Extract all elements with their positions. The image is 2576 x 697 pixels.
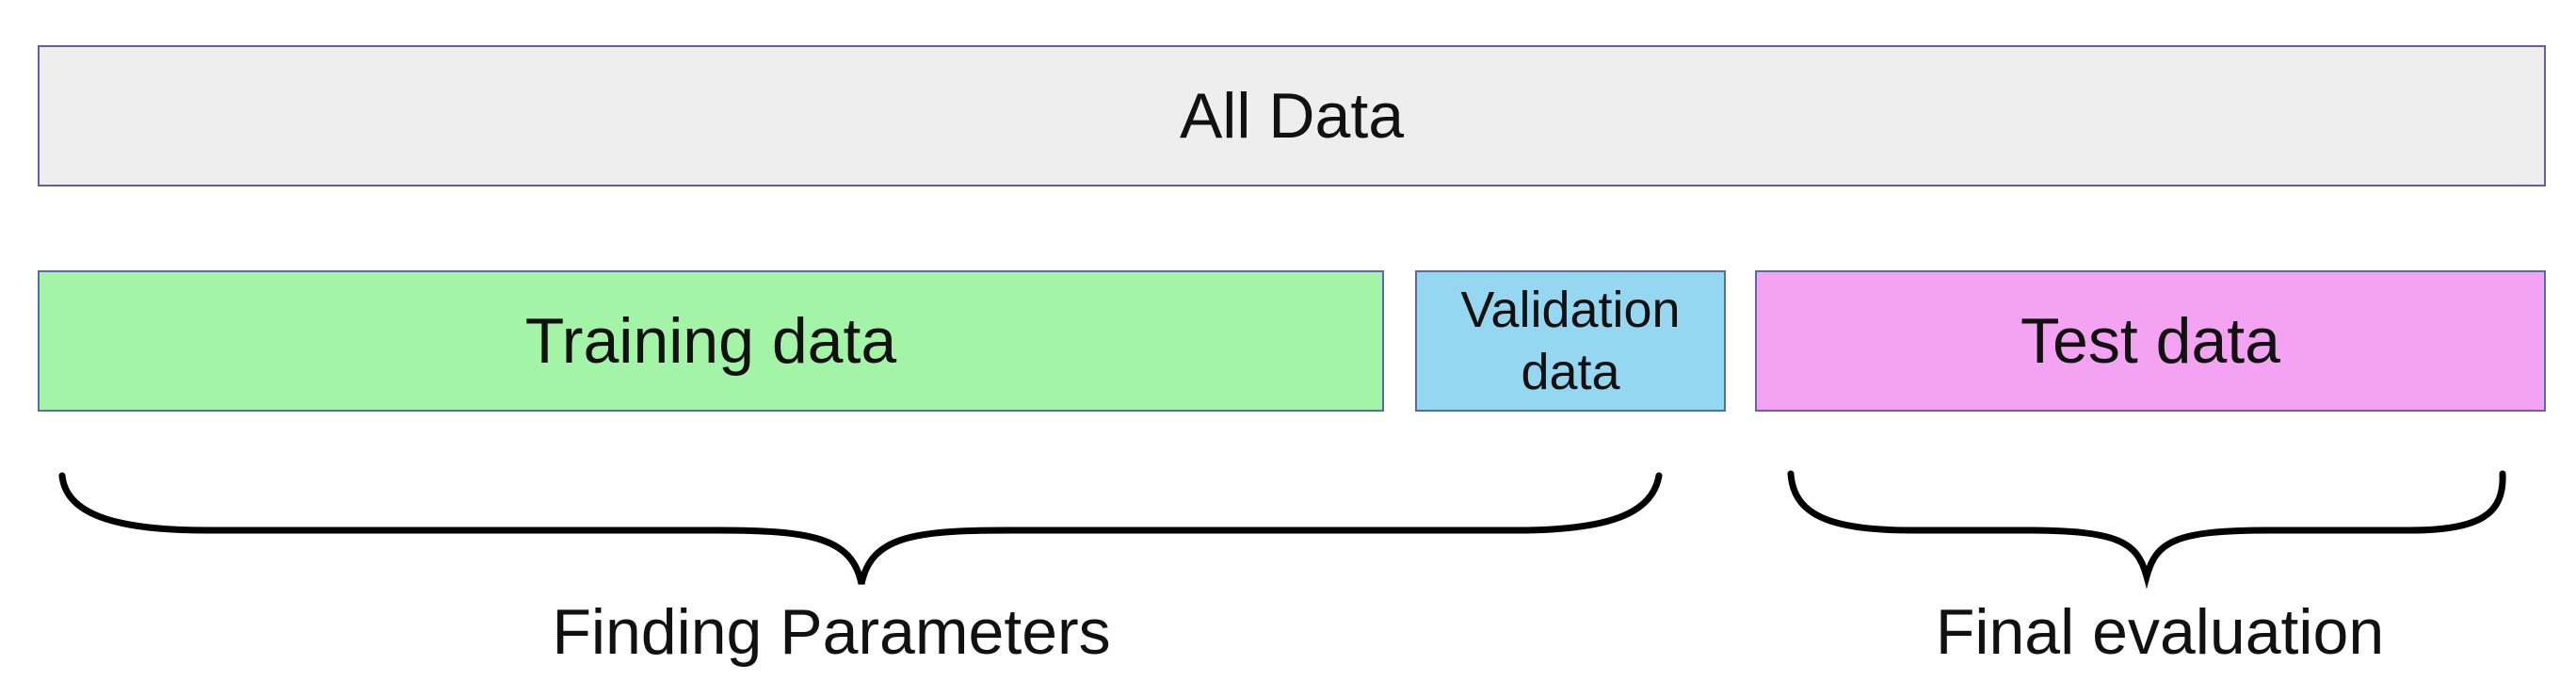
left-curly-brace — [58, 472, 1663, 585]
training-data-block: Training data — [38, 270, 1384, 412]
validation-data-label: Validation data — [1460, 282, 1681, 400]
final-evaluation-label: Final evaluation — [1935, 596, 2385, 668]
test-data-label: Test data — [2021, 305, 2280, 377]
training-data-label: Training data — [524, 305, 897, 377]
test-data-block: Test data — [1755, 270, 2546, 412]
validation-data-block: Validation data — [1415, 270, 1726, 412]
right-curly-brace — [1787, 470, 2506, 590]
all-data-block: All Data — [38, 45, 2546, 186]
finding-parameters-label: Finding Parameters — [552, 596, 1111, 668]
all-data-label: All Data — [1179, 80, 1405, 152]
